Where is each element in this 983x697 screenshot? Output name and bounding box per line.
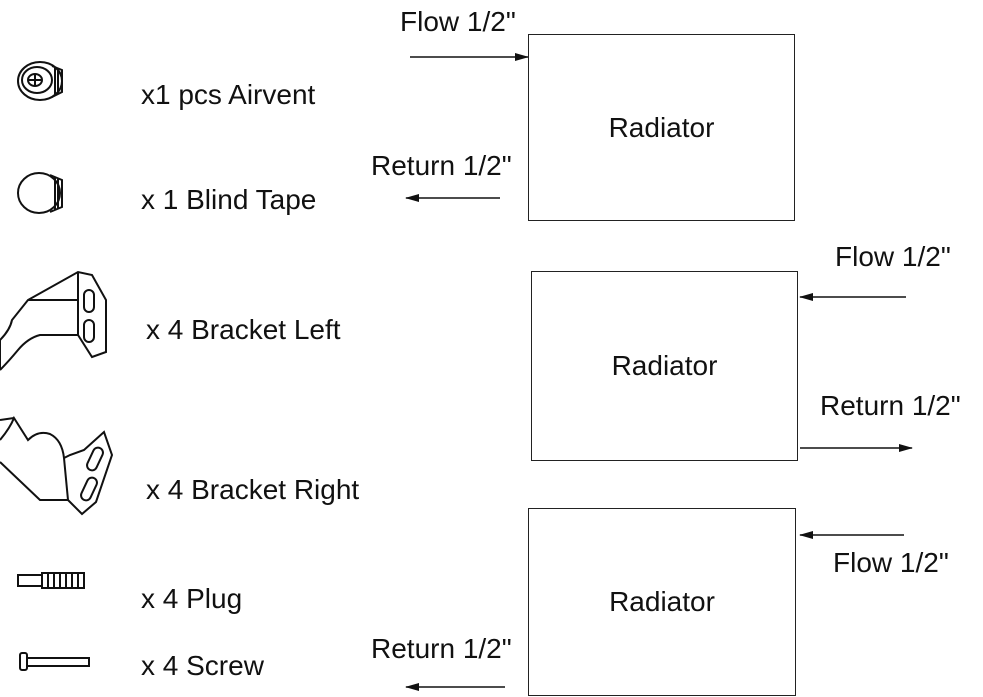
airvent-icon <box>17 61 63 101</box>
part-label-plug: x 4 Plug <box>141 583 243 614</box>
radiator-3-flow-label: Flow 1/2" <box>833 547 949 578</box>
part-label-airvent: x1 pcs Airvent <box>141 79 316 110</box>
radiator-2-flow-label: Flow 1/2" <box>835 241 951 272</box>
wall-plug-icon <box>17 572 85 589</box>
radiator-2-label: Radiator <box>611 350 718 381</box>
part-label-bracket-left: x 4 Bracket Left <box>146 314 341 345</box>
radiator-1: Radiator <box>528 34 795 221</box>
radiator-2-return-label: Return 1/2" <box>820 390 961 421</box>
radiator-2: Radiator <box>531 271 798 461</box>
part-label-screw: x 4 Screw <box>141 650 264 681</box>
screw-icon <box>19 652 90 671</box>
radiator-3-label: Radiator <box>609 586 715 617</box>
radiator-1-label: Radiator <box>608 111 715 143</box>
radiator-3-return-label: Return 1/2" <box>371 633 512 664</box>
radiator-3: Radiator <box>528 508 796 696</box>
blind-plug-icon <box>17 172 63 214</box>
part-label-blind-tape: x 1 Blind Tape <box>141 184 317 215</box>
bracket-right-icon <box>0 415 114 516</box>
bracket-left-icon <box>0 270 107 371</box>
part-label-bracket-right: x 4 Bracket Right <box>146 474 360 505</box>
radiator-1-flow-label: Flow 1/2" <box>400 6 516 37</box>
radiator-1-return-label: Return 1/2" <box>371 150 512 181</box>
